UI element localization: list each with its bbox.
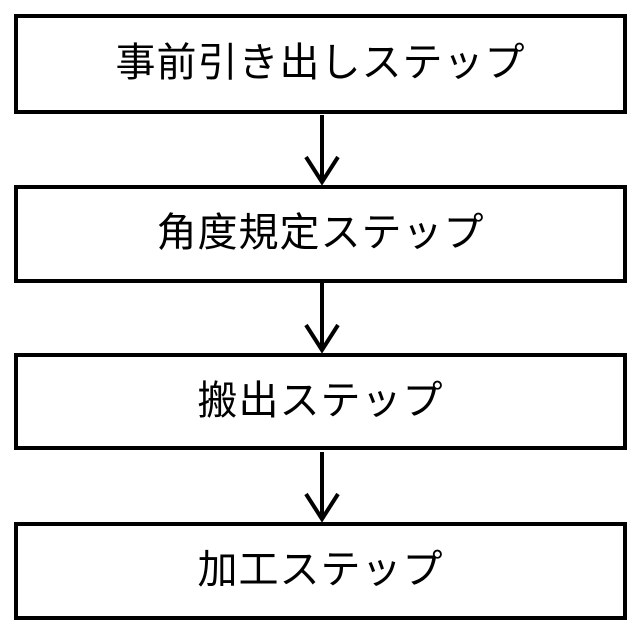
flow-step-label-4: 加工ステップ xyxy=(197,548,444,592)
flow-step-box-4: 加工ステップ xyxy=(14,522,627,620)
flow-step-box-3: 搬出ステップ xyxy=(14,353,627,450)
flow-step-label-2: 角度規定ステップ xyxy=(156,211,485,255)
flow-step-box-2: 角度規定ステップ xyxy=(14,185,627,283)
flow-step-label-3: 搬出ステップ xyxy=(197,378,444,423)
flow-step-box-1: 事前引き出しステップ xyxy=(14,14,627,114)
arrow-down-icon xyxy=(302,283,342,353)
arrow-down-icon xyxy=(302,115,342,185)
arrow-down-icon xyxy=(302,452,342,522)
flow-step-label-1: 事前引き出しステップ xyxy=(115,41,526,85)
